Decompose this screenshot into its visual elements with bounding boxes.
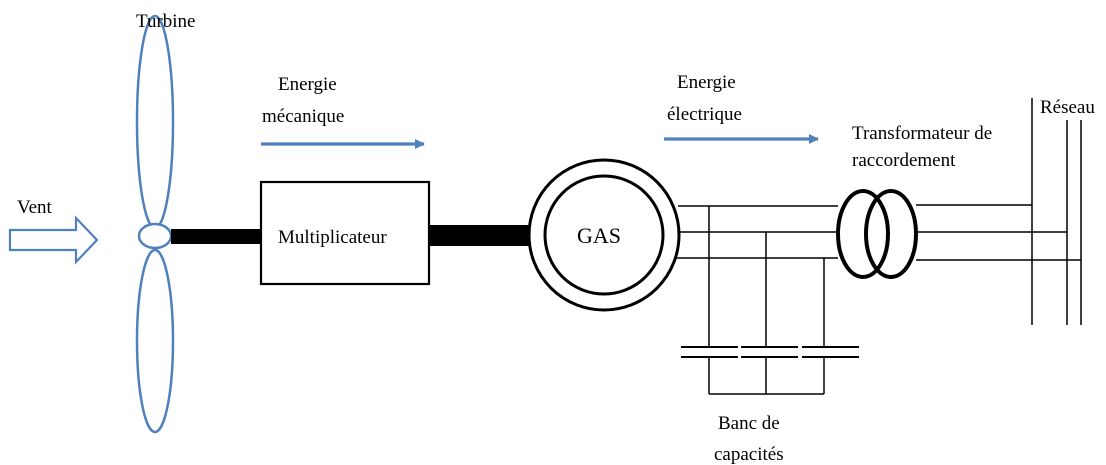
- banc-label-1: Banc de: [718, 413, 780, 434]
- turbine-label: Turbine: [136, 11, 195, 32]
- banc-label-2: capacités: [714, 444, 784, 465]
- energie-mecanique-label-2: mécanique: [262, 106, 344, 127]
- transformateur-label-1: Transformateur de: [852, 123, 992, 144]
- turbine-icon: [135, 14, 175, 434]
- reseau-label: Réseau: [1040, 97, 1095, 118]
- energie-electrique-label-2: électrique: [667, 104, 742, 125]
- wind-arrow-icon: [8, 215, 99, 265]
- multiplicateur-label: Multiplicateur: [278, 227, 387, 248]
- low-speed-shaft: [171, 229, 262, 244]
- vent-label: Vent: [17, 197, 53, 218]
- transformer-icon: [836, 189, 918, 279]
- multiplicateur-box: [259, 180, 431, 286]
- generator-bus-lines: [674, 205, 838, 259]
- energie-mecanique-label-1: Energie: [278, 74, 337, 95]
- generator-icon: [527, 158, 681, 312]
- grid-lines: [916, 98, 1082, 325]
- energie-electrique-label-1: Energie: [677, 72, 736, 93]
- high-speed-shaft: [429, 225, 547, 246]
- gas-label: GAS: [577, 223, 621, 248]
- transformateur-label-2: raccordement: [852, 150, 956, 171]
- capacitor-bank: [681, 206, 859, 395]
